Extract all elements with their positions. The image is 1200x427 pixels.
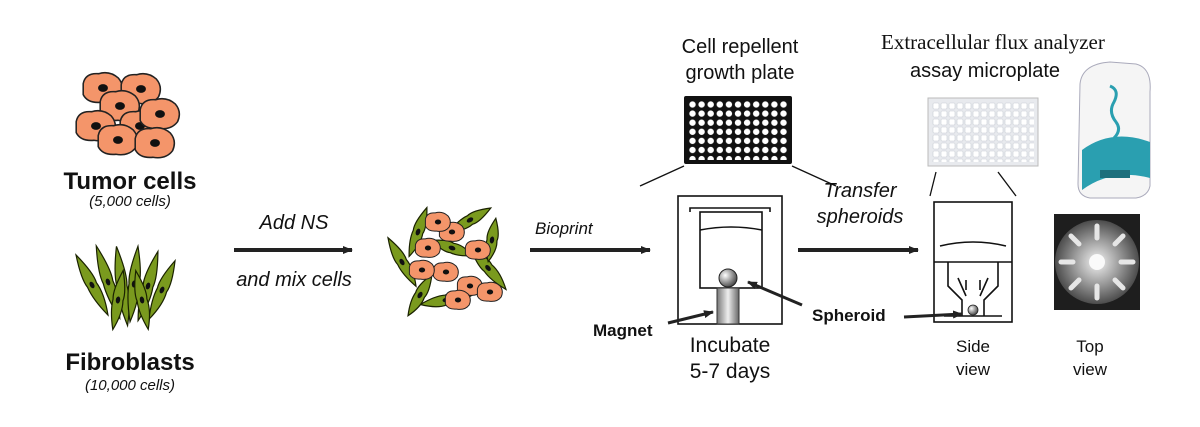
fibroblast-cell	[110, 268, 126, 332]
analyzer-title-2: assay microplate	[909, 60, 1061, 82]
zoom-line	[997, 171, 1017, 197]
fibroblast-cell	[407, 272, 433, 318]
fibroblast-cell	[408, 205, 428, 258]
fibroblasts-title: Fibroblasts	[65, 349, 195, 376]
tumor-cell	[139, 97, 181, 130]
side-view-cartridge	[933, 201, 1013, 323]
transfer-label-2: spheroids	[816, 206, 904, 228]
tumor-cell	[444, 289, 471, 310]
flux-analyzer-device	[1077, 61, 1151, 199]
tumor-cell	[134, 126, 176, 159]
growth-plate-title-1: Cell repellent	[681, 36, 799, 58]
add-ns-label: Add NS	[259, 212, 329, 234]
magnet-rod	[716, 287, 740, 325]
tumor-cell	[432, 261, 459, 282]
tumor-cells-title: Tumor cells	[63, 168, 197, 195]
tumor-cell	[424, 211, 451, 232]
side-view-label-1: Side	[955, 337, 991, 356]
assay-microplate	[927, 97, 1039, 167]
fibroblasts-count: (10,000 cells)	[84, 377, 176, 394]
bioprint-label: Bioprint	[535, 219, 593, 238]
tumor-cell	[476, 281, 503, 302]
tumor-cell	[97, 123, 139, 156]
tumor-cell	[464, 239, 491, 260]
fibroblast-cell	[134, 268, 151, 332]
growth-plate	[684, 96, 792, 164]
side-view-label-2: view	[955, 360, 990, 379]
zoom-line	[929, 171, 937, 197]
zoom-line	[639, 165, 685, 187]
top-view-label-1: Top	[1076, 337, 1104, 356]
magnet-label: Magnet	[593, 321, 653, 340]
spheroid-label: Spheroid	[812, 306, 886, 325]
magnet-pointer	[667, 310, 714, 325]
fibroblast-cell	[75, 253, 109, 317]
spheroid-ball	[718, 268, 738, 288]
tumor-cell	[408, 259, 435, 280]
tumor-cells-count: (5,000 cells)	[89, 193, 171, 210]
mixed-cell-cluster	[387, 205, 508, 318]
top-view-photo	[1054, 214, 1140, 310]
mix-cells-label: and mix cells	[236, 269, 352, 291]
spheroid-in-cartridge	[967, 304, 979, 316]
transfer-label-1: Transfer	[823, 180, 897, 202]
growth-plate-title-2: growth plate	[685, 62, 795, 84]
incubate-label-1: Incubate	[689, 334, 771, 357]
zoom-line	[791, 165, 837, 187]
spheroid-pointer	[747, 280, 803, 307]
spheroid-pointer-2	[903, 310, 963, 319]
fibroblast-cluster	[75, 243, 176, 332]
incubate-label-2: 5-7 days	[689, 360, 771, 383]
top-view-label-2: view	[1072, 360, 1107, 379]
tumor-cell	[414, 237, 441, 258]
analyzer-title-1: Extracellular flux analyzer	[881, 30, 1105, 54]
tumor-cell-cluster	[75, 71, 181, 159]
